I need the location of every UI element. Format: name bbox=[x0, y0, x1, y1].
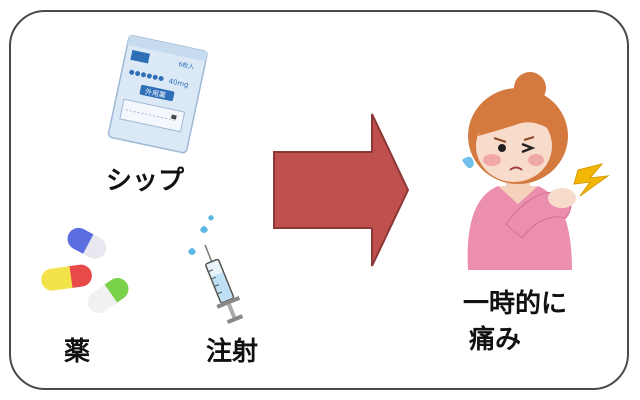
label-compress: シップ bbox=[106, 166, 185, 196]
label-pain-line2: 痛み bbox=[469, 325, 522, 355]
sweat-drop-icon bbox=[462, 156, 474, 169]
label-temporary-pain: 一時的に 痛み bbox=[463, 286, 567, 358]
label-pain-line1: 一時的に bbox=[463, 289, 568, 319]
right-arrow-icon bbox=[273, 113, 410, 267]
capsule-icon bbox=[41, 227, 129, 314]
compress-pack-icon: 6枚入 40mg 外用薬 bbox=[107, 35, 208, 154]
lightning-icon bbox=[573, 163, 610, 197]
label-medicine: 薬 bbox=[64, 337, 91, 367]
syringe-icon bbox=[188, 215, 244, 324]
pack-tag: 外用薬 bbox=[144, 87, 166, 100]
woman-shoulder-pain-icon bbox=[462, 72, 610, 270]
pack-count: 6枚入 bbox=[178, 60, 195, 71]
label-injection: 注射 bbox=[206, 337, 259, 367]
